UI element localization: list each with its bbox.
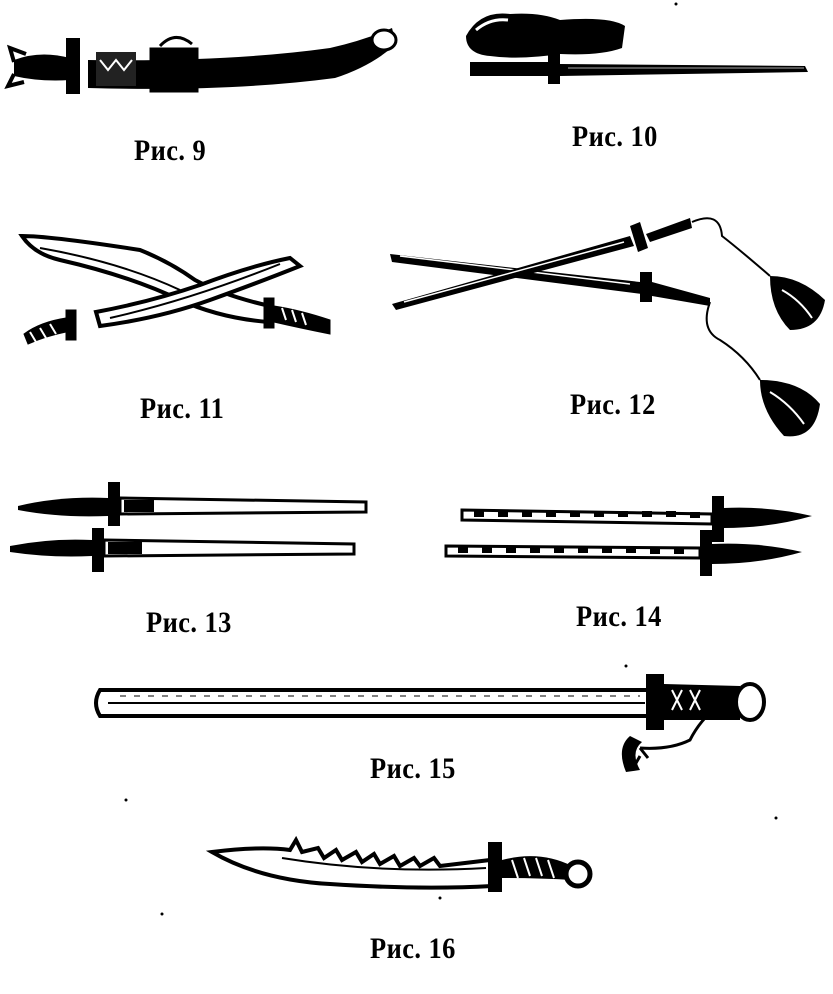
daggers-pair-illustration	[10, 482, 368, 572]
print-specks	[124, 2, 778, 916]
saw-backed-broadsword-illustration	[205, 835, 593, 892]
sabre-in-scabbard-illustration	[4, 28, 398, 94]
caption-fig16: Рис. 16	[370, 932, 456, 965]
caption-fig12: Рис. 12	[570, 388, 656, 421]
caption-fig11: Рис. 11	[140, 392, 225, 425]
crossed-broad-sabres-illustration	[18, 233, 331, 345]
caption-fig10: Рис. 10	[572, 120, 658, 153]
sword-with-cloth-illustration	[466, 13, 808, 84]
spiral-handle-daggers-illustration	[444, 496, 812, 576]
long-sword-in-scabbard-illustration	[94, 674, 766, 772]
caption-fig14: Рис. 14	[576, 600, 662, 633]
crossed-swords-with-tassels-illustration	[390, 217, 825, 437]
caption-fig13: Рис. 13	[146, 606, 232, 639]
caption-fig9: Рис. 9	[134, 134, 207, 167]
caption-fig15: Рис. 15	[370, 752, 456, 785]
